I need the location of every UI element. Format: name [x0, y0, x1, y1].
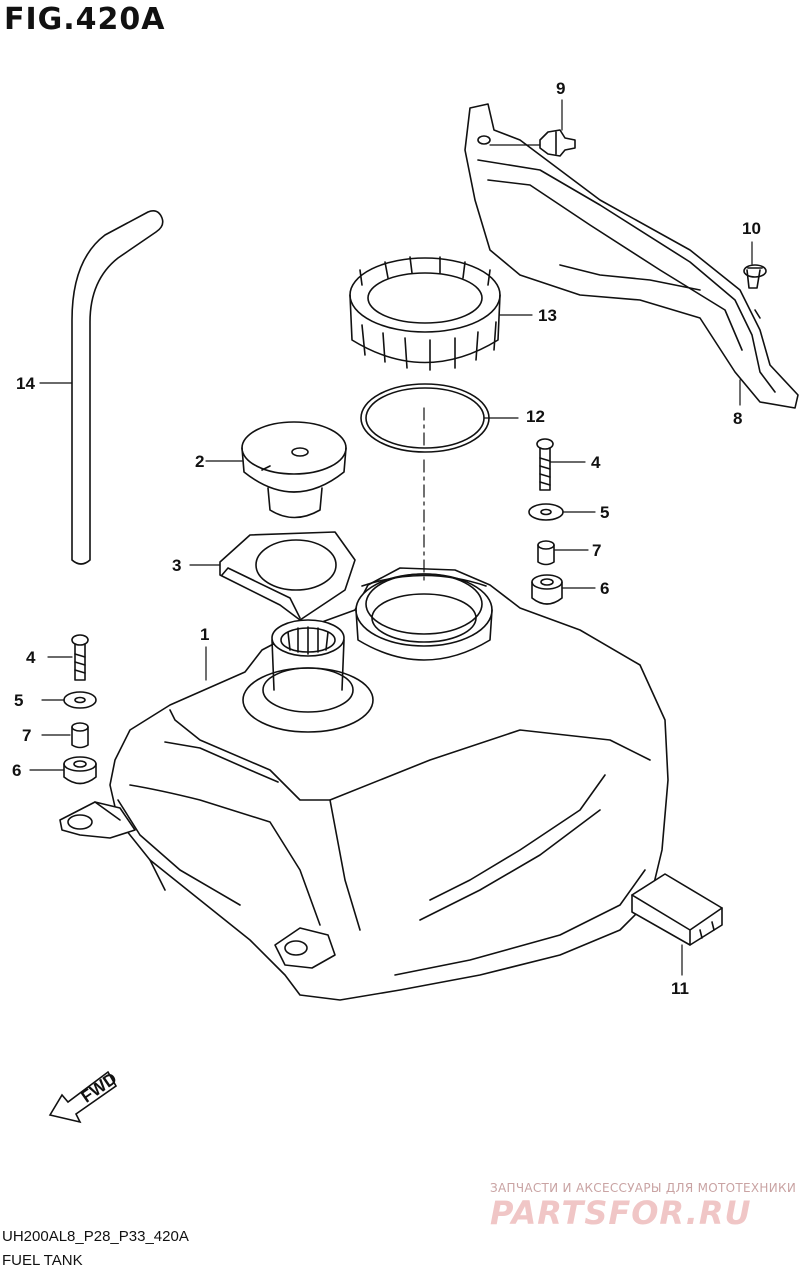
- collar-part-7-left: [71, 722, 89, 749]
- washer-part-5-right: [528, 503, 564, 521]
- fuel-tank-part-1: [59, 567, 669, 1001]
- callout-11: 14: [16, 374, 35, 393]
- grommet-part-6-left: [63, 756, 97, 785]
- retaining-ring-part-13: [349, 256, 501, 371]
- callout-9: 9: [556, 79, 565, 98]
- collar-part-7-right: [537, 540, 555, 566]
- cap-bracket-part-3: [219, 531, 356, 621]
- callout-13: 13: [538, 306, 557, 325]
- model-code: UH200AL8_P28_P33_420A: [2, 1228, 189, 1245]
- bolt-part-4-left: [71, 634, 89, 681]
- figure-title: FIG.420A: [4, 2, 166, 37]
- o-ring-part-12: [360, 383, 490, 453]
- fwd-label: FWD: [78, 1069, 121, 1107]
- callout-12: 12: [526, 407, 545, 426]
- callout-10: 10: [742, 219, 761, 238]
- callout-14: 11: [671, 979, 689, 998]
- callout-3: 3: [172, 556, 181, 575]
- callout-6-left: 6: [12, 761, 21, 780]
- callout-4-right: 4: [591, 453, 601, 472]
- fwd-arrow-icon: FWD: [48, 1069, 121, 1124]
- section-name: FUEL TANK: [2, 1252, 83, 1269]
- fuel-hose-part-11: [71, 210, 164, 565]
- fuel-cap-part-2: [241, 421, 347, 519]
- tank-cover-part-8: [464, 103, 799, 409]
- callout-5-right: 5: [600, 503, 609, 522]
- clip-part-9: [539, 129, 576, 157]
- leader-lines: [29, 99, 753, 976]
- watermark-tagline: ЗАПЧАСТИ И АКСЕССУАРЫ ДЛЯ МОТОТЕХНИКИ: [490, 1181, 797, 1195]
- callout-1: 1: [200, 625, 209, 644]
- callout-6-right: 6: [600, 579, 609, 598]
- watermark-logo: PARTSFOR.RU: [490, 1194, 752, 1232]
- washer-part-5-left: [63, 691, 97, 709]
- bolt-part-4-right: [536, 438, 554, 491]
- screw-part-10: [743, 264, 767, 289]
- cushion-part-14: [631, 873, 723, 946]
- callout-7-left: 7: [22, 726, 31, 745]
- callout-5-left: 5: [14, 691, 23, 710]
- callout-labels: 14 1 2 3 4 5 7 6 4 5 7 6 8 9 10 12 13 11: [12, 79, 761, 998]
- callout-8: 8: [733, 409, 742, 428]
- grommet-part-6-right: [531, 574, 563, 605]
- callout-7-right: 7: [592, 541, 601, 560]
- callout-2: 2: [195, 452, 204, 471]
- callout-4-left: 4: [26, 648, 36, 667]
